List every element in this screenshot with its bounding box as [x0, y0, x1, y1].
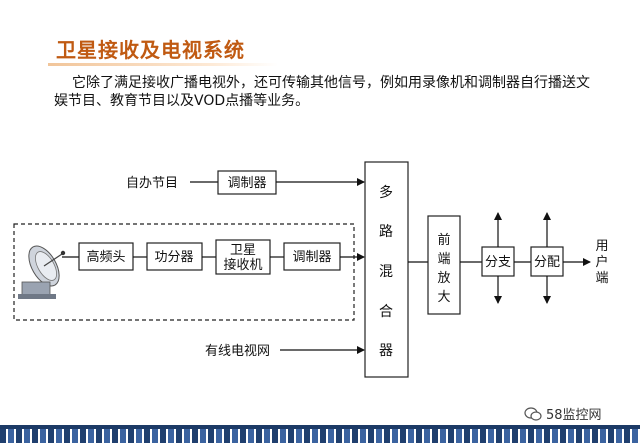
amplifier-char: 放	[437, 271, 450, 286]
wechat-icon	[524, 406, 542, 421]
multiplexer-box	[364, 161, 409, 378]
user-end-char: 户	[595, 254, 608, 270]
satellite-receiver-box	[215, 239, 271, 275]
footer-pattern-band	[0, 425, 640, 443]
cable-tv-label: 有线电视网	[205, 344, 270, 359]
satellite-receiver-label-1: 卫星	[230, 243, 256, 258]
title-underline	[48, 63, 278, 66]
power-splitter-box	[146, 242, 203, 271]
user-end-char: 用	[595, 239, 608, 254]
multiplexer-char: 路	[379, 224, 393, 240]
amplifier-char: 大	[437, 290, 450, 305]
multiplexer-char: 混	[379, 264, 393, 280]
description-line-1: 它除了满足接收广播电视外，还可传输其他信号，例如用录像机和调制器自行播送文	[72, 75, 590, 91]
page-title: 卫星接收及电视系统	[56, 38, 245, 62]
modulator-top-label: 调制器	[227, 176, 266, 191]
description: 它除了满足接收广播电视外，还可传输其他信号，例如用录像机和调制器自行播送文 娱节…	[54, 74, 612, 110]
multiplexer-char: 多	[379, 184, 393, 201]
modulator-mid-box	[283, 242, 341, 271]
power-splitter-label: 功分器	[154, 250, 193, 265]
lnb-label: 高频头	[86, 249, 125, 265]
distributor-label: 分配	[534, 255, 560, 270]
satellite-group-dashed	[13, 223, 355, 321]
description-line-2: 娱节目、教育节目以及VOD点播等业务。	[54, 93, 310, 109]
amplifier-box	[427, 215, 461, 315]
user-end-char: 端	[595, 271, 608, 286]
multiplexer-char: 器	[379, 343, 393, 359]
amplifier-char: 前	[437, 232, 450, 248]
watermark-text: 58监控网	[546, 408, 602, 423]
amplifier-char: 端	[437, 252, 450, 267]
modulator-mid-label: 调制器	[292, 250, 331, 265]
branch-label: 分支	[485, 255, 511, 270]
self-program-label: 自办节目	[126, 176, 178, 191]
satellite-dish-icon	[18, 245, 66, 299]
satellite-receiver-label-2: 接收机	[223, 257, 262, 273]
multiplexer-char: 合	[379, 304, 393, 320]
lnb-box	[78, 242, 134, 271]
watermark: 58监控网	[524, 404, 602, 423]
